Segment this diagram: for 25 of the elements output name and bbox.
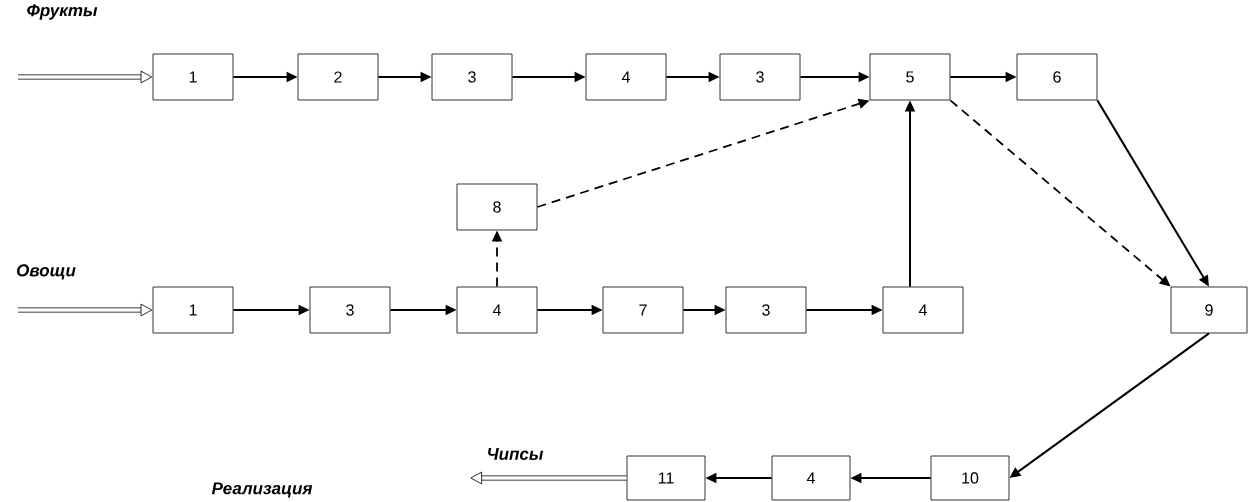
process-box: 3 [725, 286, 807, 334]
arrow [18, 303, 153, 317]
process-box: 3 [309, 286, 391, 334]
process-box: 7 [602, 286, 684, 334]
edge-label: Чипсы [488, 448, 544, 460]
process-box: 3 [719, 53, 801, 101]
input-label: Фрукты [27, 4, 98, 20]
arrow [18, 70, 153, 84]
process-box: 4 [882, 286, 964, 334]
process-box: 4 [585, 53, 667, 101]
input-label: Реализация [211, 482, 313, 498]
arrow [470, 471, 627, 485]
process-box: 1 [152, 286, 234, 334]
process-box: 1 [152, 53, 234, 101]
input-label: Овощи [17, 264, 76, 280]
process-box: 8 [456, 183, 538, 231]
process-box: 10 [930, 455, 1010, 501]
process-box: 5 [869, 53, 951, 101]
process-box: 4 [456, 286, 538, 334]
process-box: 2 [297, 53, 379, 101]
process-box: 6 [1016, 53, 1098, 101]
process-box: 11 [626, 455, 706, 501]
process-box: 4 [771, 455, 851, 501]
process-box: 3 [431, 53, 513, 101]
process-box: 9 [1170, 286, 1248, 334]
